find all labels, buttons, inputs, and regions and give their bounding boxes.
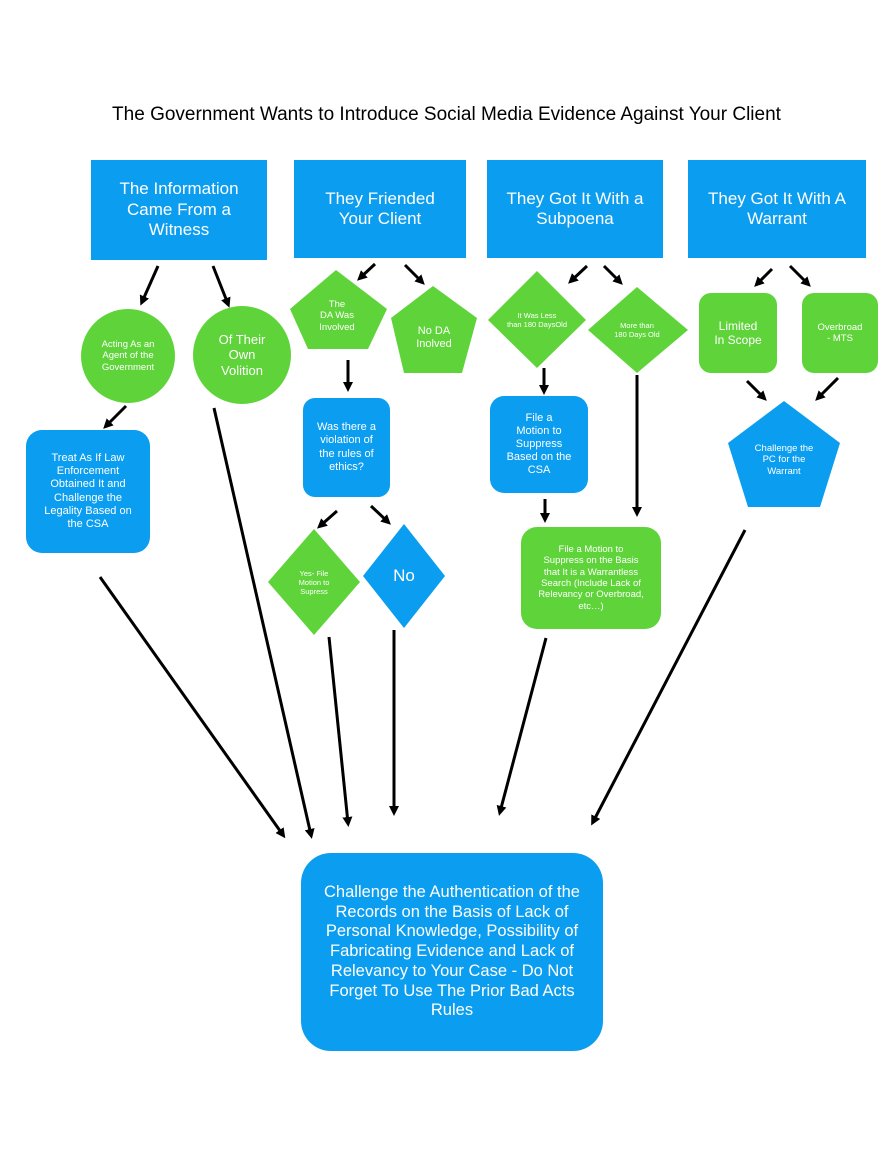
limited-label: Limited In Scope [714,318,762,347]
diamond-more180 [588,287,688,373]
warrant-label: They Got It With A Warrant [708,188,846,228]
pentagon-da-involved [290,270,387,349]
box-subpoena [487,160,663,258]
more180-label: More than 180 Days Old [614,321,660,339]
file-csa-label: File a Motion to Suppress Based on the C… [506,411,572,477]
box-ethics [303,398,390,497]
diagram-title: The Government Wants to Introduce Social… [112,104,781,125]
box-friended [294,160,466,258]
file-warrantless-label: File a Motion to Suppress on the Basis t… [538,543,644,612]
pentagon-no-da [391,286,477,373]
less180-label: It Was Less than 180 DaysOld [506,311,568,329]
witness-label: The Information Came From a Witness [119,179,239,240]
box-limited [699,293,777,373]
circle-agent [81,309,175,403]
ethics-label: Was there a violation of the rules of et… [317,421,376,473]
box-file-warrantless [521,527,661,629]
treat-label: Treat As If Law Enforcement Obtained It … [44,451,132,530]
box-file-csa [490,396,588,493]
da-involved-label: The DA Was Involved [319,298,355,333]
overbroad-label: Overbroad - MTS [817,321,863,344]
no-da-label: No DA Inolved [416,324,452,350]
box-overbroad [802,293,878,373]
subpoena-label: They Got It With a Subpoena [506,188,644,228]
box-witness [91,160,267,260]
diamond-less180 [488,271,586,368]
friended-label: They Friended Your Client [325,188,435,228]
circle-volition [193,306,291,404]
pentagon-challenge-pc [728,401,840,507]
final-label: Challenge the Authentication of the Reco… [324,882,580,1020]
yes-file-label: Yes- File Motion to Supress [298,568,330,596]
box-treat [26,430,150,553]
box-final [301,853,603,1051]
box-warrant [688,160,866,258]
arrows [98,262,840,839]
no-label: No [393,565,415,585]
diamond-yes-file [268,529,360,635]
volition-label: Of Their Own Volition [218,331,266,378]
diamond-no [363,524,445,628]
agent-label: Acting As an Agent of the Government [101,338,155,373]
challenge-pc-label: Challenge the PC for the Warrant [754,442,814,477]
